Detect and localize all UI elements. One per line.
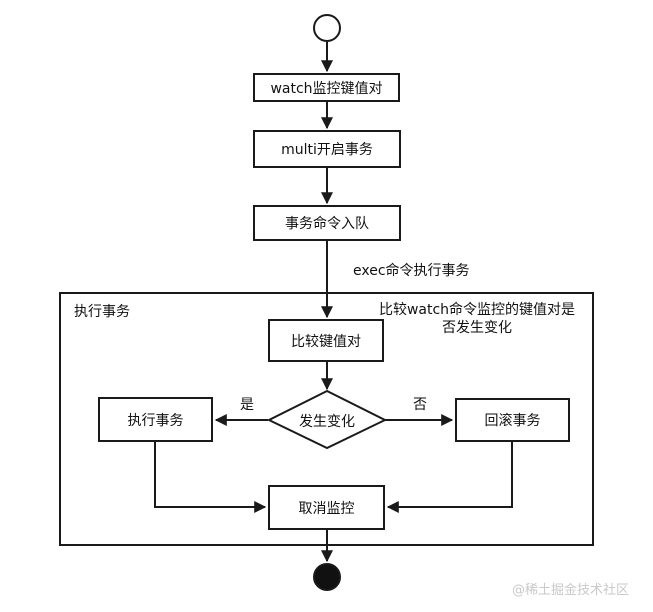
decision-label: 发生变化 <box>299 414 355 430</box>
end-node <box>313 563 341 591</box>
compare-annotation-line1: 比较watch命令监控的键值对是 <box>378 302 576 318</box>
edge-label-yes: 是 <box>240 397 254 413</box>
watermark-text: @稀土掘金技术社区 <box>512 583 630 598</box>
decision-diamond <box>266 389 388 450</box>
start-node <box>313 14 341 42</box>
compare-annotation-line2: 否发生变化 <box>442 320 512 336</box>
container-title: 执行事务 <box>74 304 130 320</box>
node-compare-keys: 比较键值对 <box>268 319 384 362</box>
node-cancel-watch: 取消监控 <box>268 485 385 530</box>
edge-label-no: 否 <box>413 397 427 413</box>
edge-execute-to-unwatch <box>154 442 267 513</box>
node-execute-transaction: 执行事务 <box>98 397 213 442</box>
compare-annotation: 比较watch命令监控的键值对是 否发生变化 <box>378 301 576 337</box>
node-watch-keys: watch监控键值对 <box>253 73 400 102</box>
node-enqueue-commands: 事务命令入队 <box>253 205 401 241</box>
node-multi-begin: multi开启事务 <box>253 130 401 168</box>
node-rollback-transaction: 回滚事务 <box>455 398 570 442</box>
edge-rollback-to-unwatch <box>386 442 513 513</box>
edge-label-exec: exec命令执行事务 <box>353 263 470 279</box>
